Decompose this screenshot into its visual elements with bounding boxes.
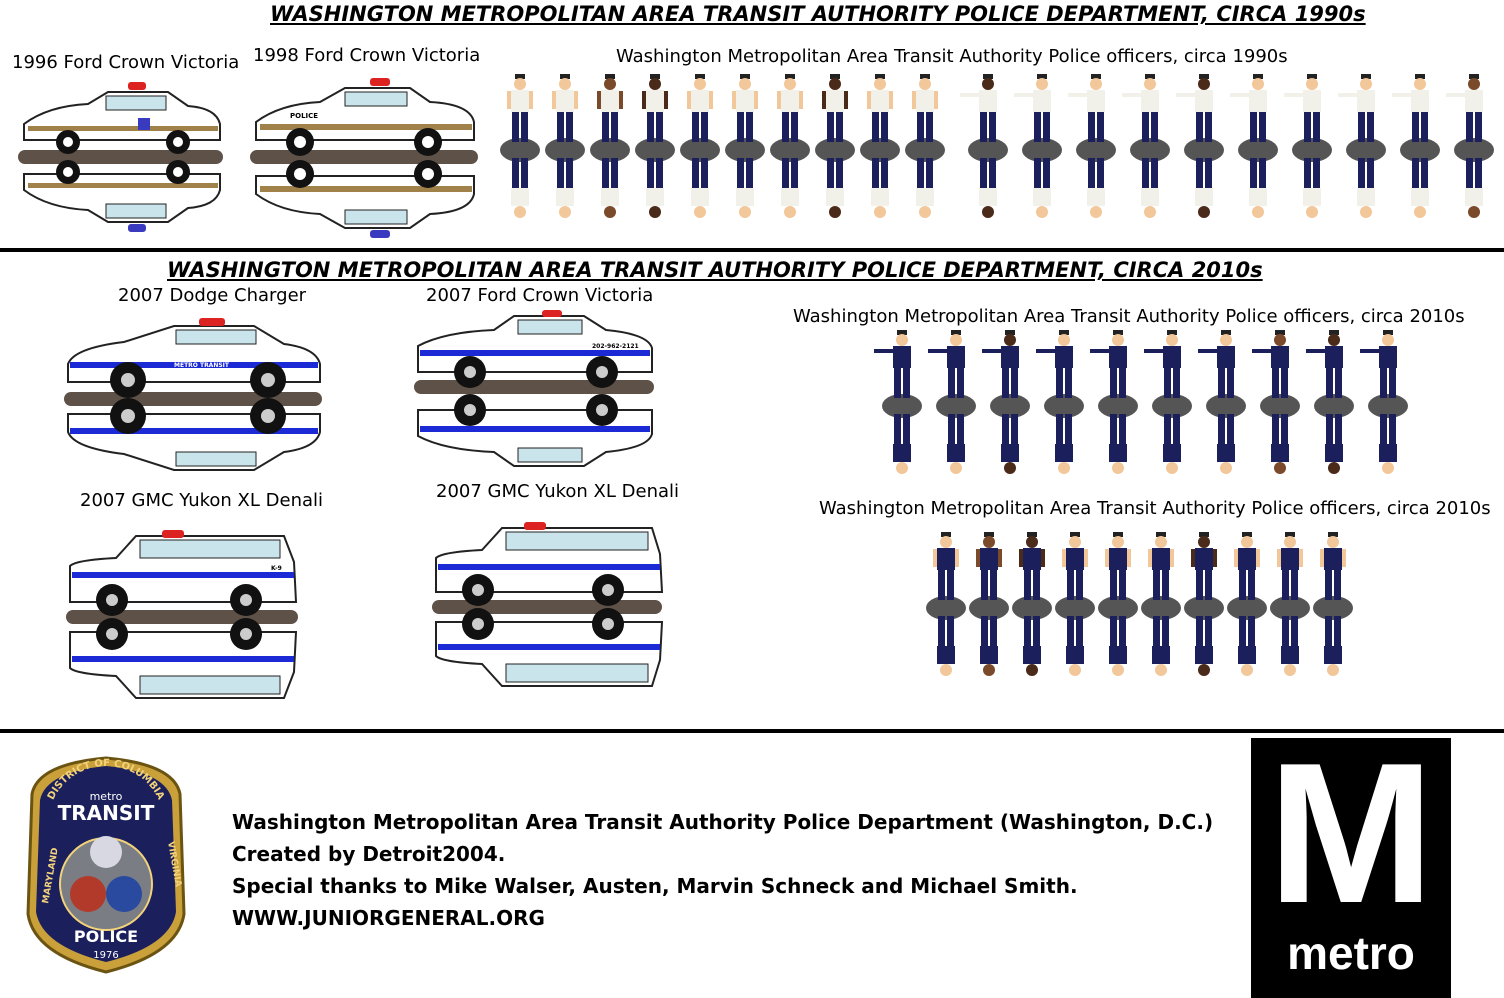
- section-2010s-title: WASHINGTON METROPOLITAN AREA TRANSIT AUT…: [167, 258, 1263, 282]
- phone-text: 202-962-2121: [592, 343, 639, 350]
- metro-transit-police-patch: DISTRICT OF COLUMBIA metro TRANSIT MARYL…: [26, 756, 186, 974]
- footer-divider: [0, 729, 1504, 733]
- metro-logo-word: metro: [1287, 927, 1415, 979]
- credit-line-3: Special thanks to Mike Walser, Austen, M…: [232, 874, 1078, 898]
- officer-1990s-aiming: [1446, 74, 1494, 218]
- officer-2010s-aiming: [1144, 330, 1192, 474]
- car-1996-crown-victoria: [18, 82, 223, 232]
- car-yukon: [432, 522, 664, 687]
- credits: Washington Metropolitan Area Transit Aut…: [232, 806, 1213, 934]
- metro-logo-letter: M: [1267, 722, 1435, 945]
- officer-1990s-aiming: [1176, 74, 1224, 218]
- officers-1990s-row: [500, 74, 1494, 218]
- credit-line-1: Washington Metropolitan Area Transit Aut…: [232, 810, 1214, 834]
- car-1998-crown-victoria: POLICE: [250, 78, 478, 238]
- patch-metro: metro: [90, 790, 123, 803]
- officers-2010s-row-2: [926, 532, 1353, 676]
- vehicle-label-1998-crown-victoria: 1998 Ford Crown Victoria: [253, 45, 481, 66]
- officer-2010s-aiming: [928, 330, 976, 474]
- officer-2010s-aiming: [1252, 330, 1300, 474]
- metro-logo: M metro: [1251, 722, 1451, 998]
- officers-1990s-label: Washington Metropolitan Area Transit Aut…: [616, 46, 1288, 67]
- officer-2010s-standing: [1012, 532, 1052, 676]
- patch-year: 1976: [93, 950, 118, 961]
- officer-1990s-aiming: [1284, 74, 1332, 218]
- officer-2010s-standing: [1184, 532, 1224, 676]
- vehicle-label-2007-crown-victoria: 2007 Ford Crown Victoria: [426, 285, 654, 306]
- officer-1990s-standing: [815, 74, 855, 218]
- officer-1990s-aiming: [960, 74, 1008, 218]
- officers-2010s-label-2: Washington Metropolitan Area Transit Aut…: [819, 498, 1491, 519]
- officer-1990s-aiming: [1068, 74, 1116, 218]
- officer-2010s-standing: [926, 532, 966, 676]
- officer-1990s-standing: [635, 74, 675, 218]
- officer-1990s-standing: [545, 74, 585, 218]
- officer-2010s-standing: [1055, 532, 1095, 676]
- officer-2010s-aiming: [874, 330, 922, 474]
- officer-2010s-aiming: [1360, 330, 1408, 474]
- officer-1990s-aiming: [1122, 74, 1170, 218]
- section-1990s-title: WASHINGTON METROPOLITAN AREA TRANSIT AUT…: [270, 2, 1366, 26]
- vehicle-label-yukon-1: 2007 GMC Yukon XL Denali: [80, 490, 324, 511]
- car-top-view: [23, 82, 221, 154]
- officers-2010s-row-1: [874, 330, 1408, 474]
- officer-1990s-standing: [860, 74, 900, 218]
- credit-line-4: WWW.JUNIORGENERAL.ORG: [232, 906, 545, 930]
- officers-2010s-label-1: Washington Metropolitan Area Transit Aut…: [793, 306, 1465, 327]
- officer-2010s-aiming: [1090, 330, 1138, 474]
- car-dodge-charger: METRO TRANSIT: [64, 318, 322, 471]
- car-text: METRO TRANSIT: [174, 362, 230, 369]
- officer-2010s-standing: [1313, 532, 1353, 676]
- vehicle-label-dodge-charger: 2007 Dodge Charger: [118, 285, 307, 306]
- officer-2010s-standing: [1227, 532, 1267, 676]
- officer-1990s-aiming: [1392, 74, 1440, 218]
- patch-police: POLICE: [74, 927, 138, 946]
- vehicle-label-1996-crown-victoria: 1996 Ford Crown Victoria: [12, 52, 240, 73]
- officer-2010s-aiming: [1306, 330, 1354, 474]
- car-text: POLICE: [290, 112, 318, 120]
- officer-1990s-standing: [680, 74, 720, 218]
- officer-2010s-standing: [1141, 532, 1181, 676]
- officer-2010s-standing: [1270, 532, 1310, 676]
- officer-1990s-aiming: [1230, 74, 1278, 218]
- car-bottom-view: [23, 160, 221, 232]
- credit-line-2: Created by Detroit2004.: [232, 842, 506, 866]
- officer-1990s-standing: [770, 74, 810, 218]
- officer-1990s-standing: [905, 74, 945, 218]
- officer-2010s-aiming: [1198, 330, 1246, 474]
- k9-text: K-9: [271, 565, 282, 572]
- officer-1990s-aiming: [1014, 74, 1062, 218]
- officer-2010s-aiming: [982, 330, 1030, 474]
- officer-1990s-standing: [725, 74, 765, 218]
- officer-1990s-standing: [590, 74, 630, 218]
- vehicle-label-yukon-2: 2007 GMC Yukon XL Denali: [436, 481, 680, 502]
- officer-2010s-standing: [969, 532, 1009, 676]
- car-yukon-k9: K-9: [66, 530, 298, 699]
- officer-1990s-aiming: [1338, 74, 1386, 218]
- officer-2010s-aiming: [1036, 330, 1084, 474]
- car-2007-crown-victoria: 202-962-2121: [414, 310, 654, 467]
- patch-transit: TRANSIT: [58, 801, 155, 825]
- officer-1990s-standing: [500, 74, 540, 218]
- section-divider: [0, 248, 1504, 252]
- officer-2010s-standing: [1098, 532, 1138, 676]
